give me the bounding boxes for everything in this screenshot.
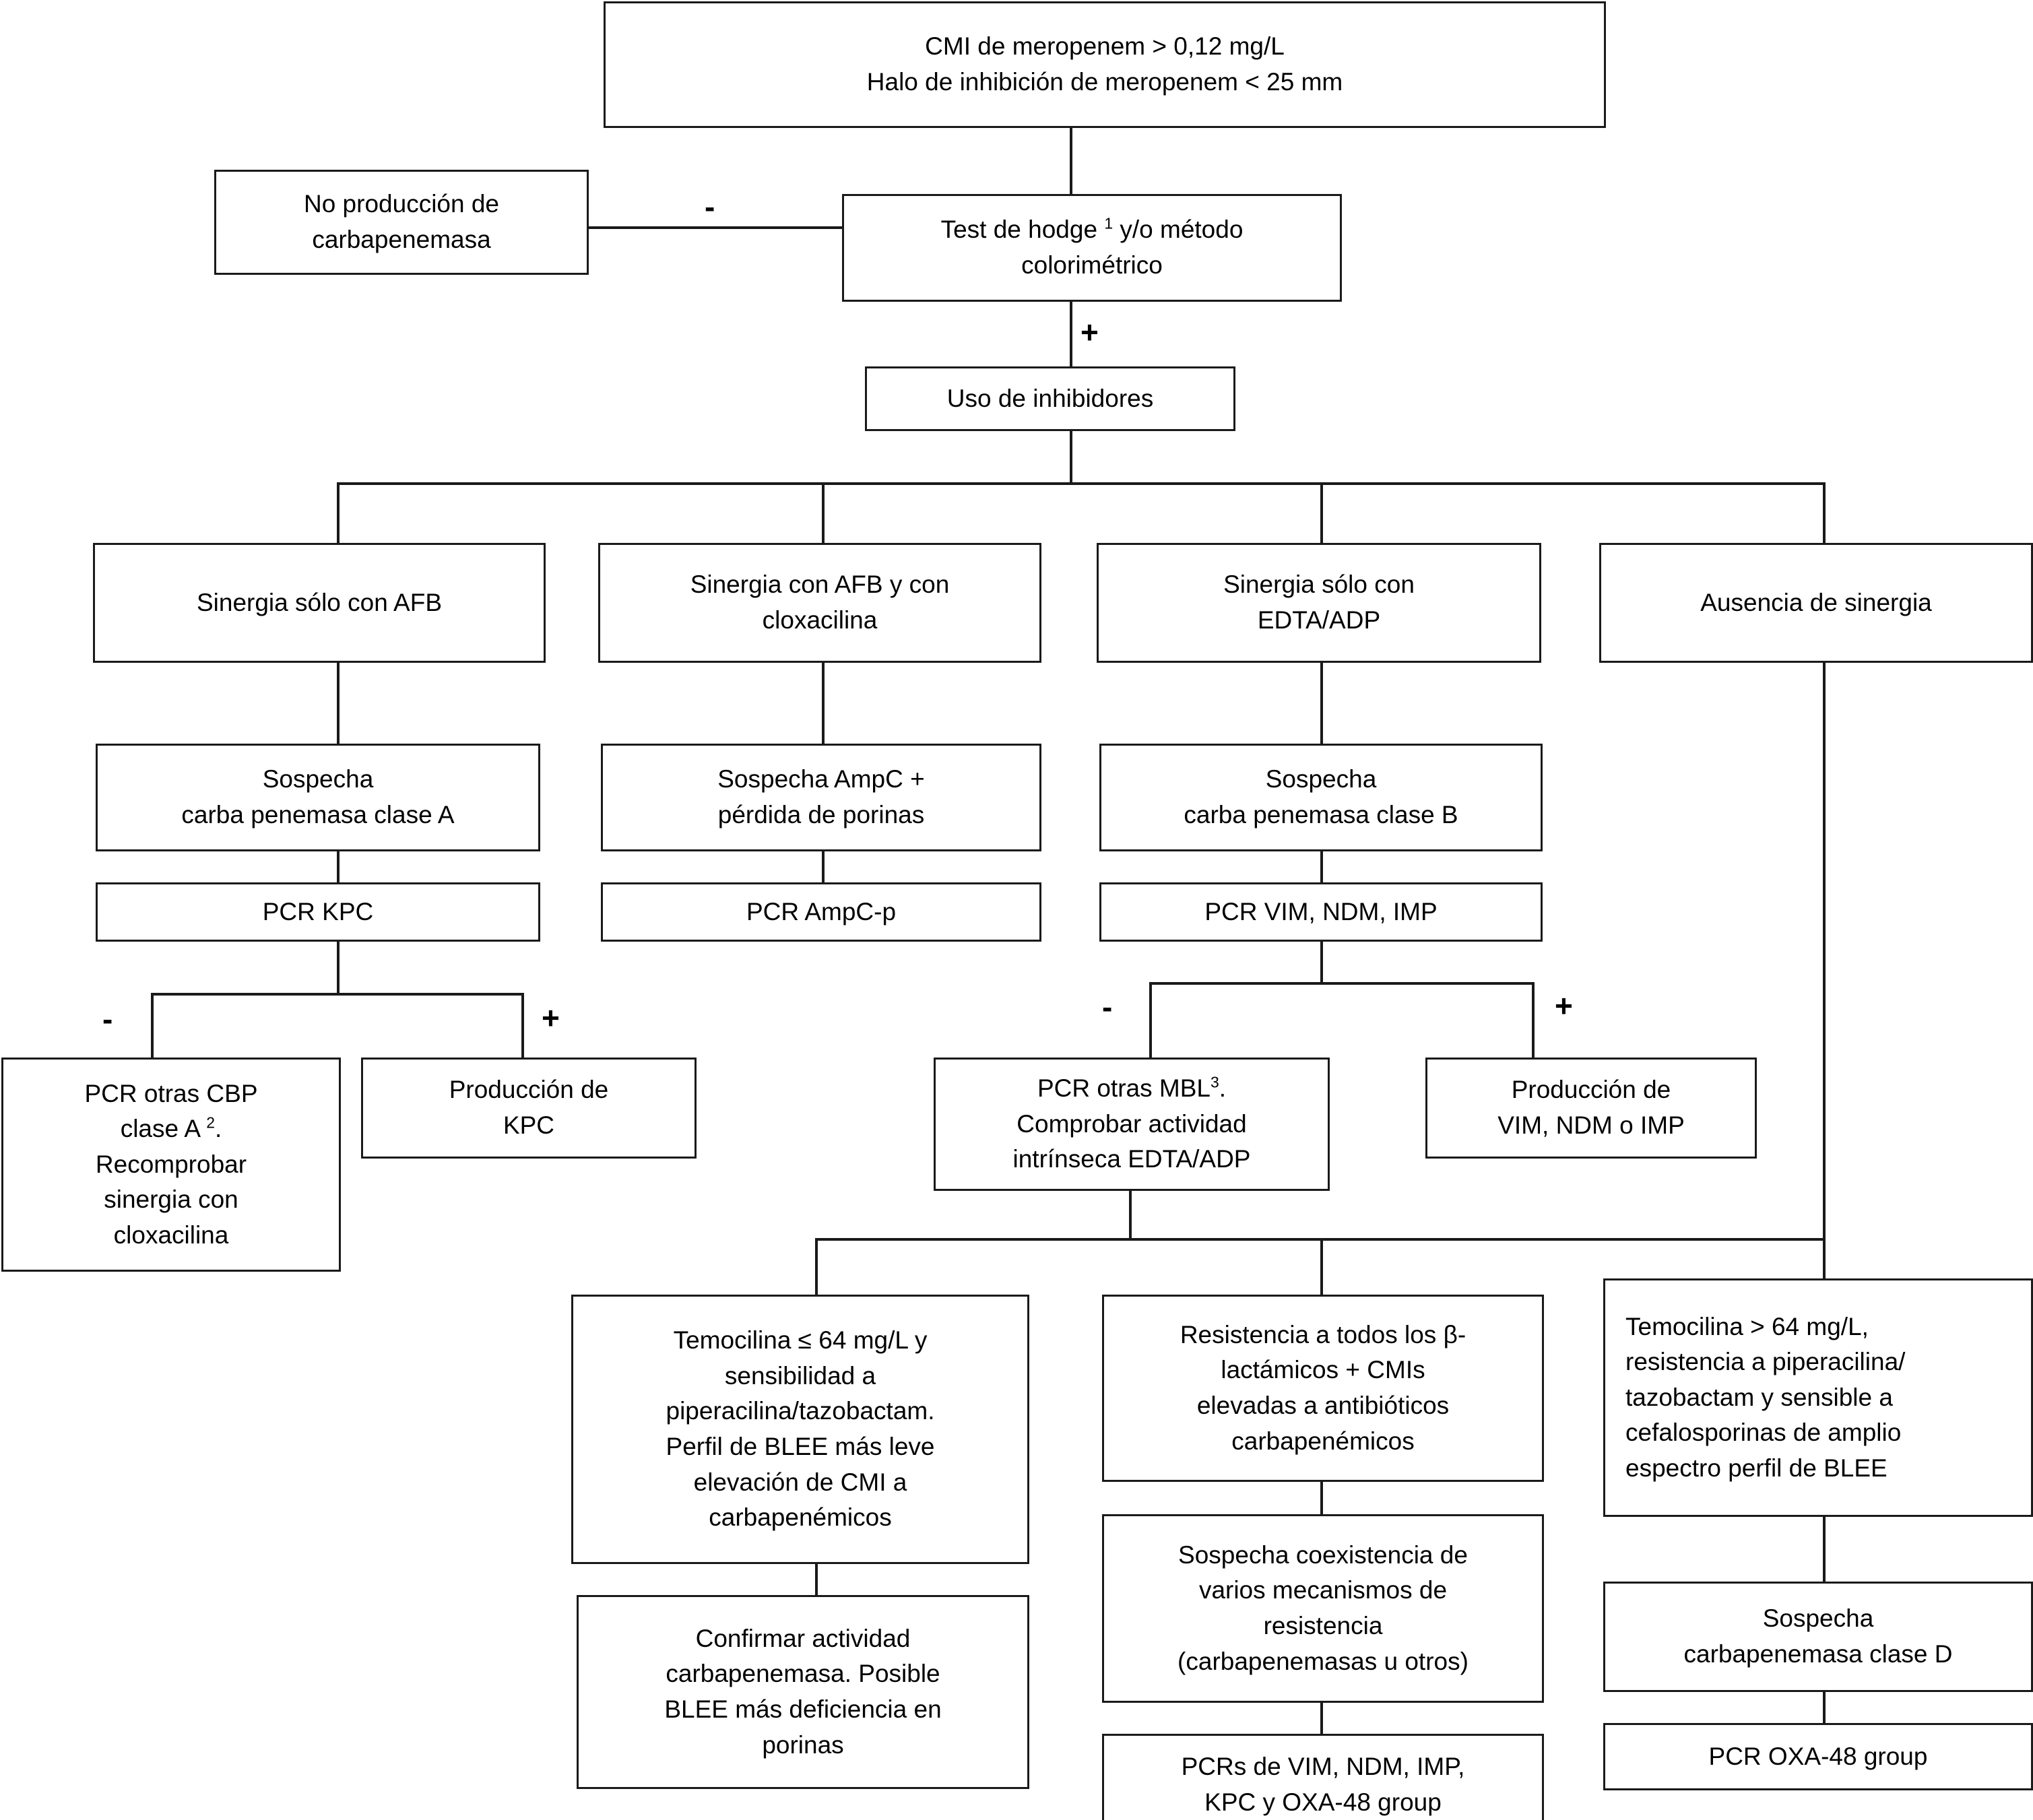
connector-synergy-edta-down [1320, 663, 1323, 745]
connector-no-synergy-down [1823, 663, 1826, 1239]
connector-kpc-split-bus [151, 993, 524, 996]
connector-mbl-positive-branch [1532, 982, 1535, 1059]
node-suspect-class-a: Sospecha carba penemasa clase A [96, 744, 540, 851]
node-pcr-other-cbp-class-a: PCR otras CBP clase A 2. Recomprobar sin… [1, 1058, 341, 1272]
connector-bus-to-resistance-all [1320, 1238, 1323, 1296]
node-resistance-all-betalactams: Resistencia a todos los β- lactámicos + … [1102, 1295, 1544, 1482]
node-inhibitors: Uso de inhibidores [865, 366, 1235, 431]
label-mbl-positive: + [1555, 988, 1573, 1023]
connector-bus-to-no-synergy [1823, 482, 1826, 544]
node-suspect-ampc: Sospecha AmpC + pérdida de porinas [601, 744, 1041, 851]
node-production-vim: Producción de VIM, NDM o IMP [1425, 1058, 1757, 1159]
node-temocilina-high: Temocilina > 64 mg/L, resistencia a pipe… [1603, 1278, 2033, 1517]
connector-synergy-afb-clox-down [822, 663, 825, 745]
connector-hodge-to-no-production [587, 226, 843, 229]
label-kpc-negative: - [102, 1002, 113, 1037]
connector-resistance-to-coexistence [1320, 1482, 1323, 1516]
connector-temocilina-high-to-class-d [1823, 1517, 1826, 1583]
node-temocilina-low: Temocilina ≤ 64 mg/L y sensibilidad a pi… [571, 1295, 1029, 1564]
node-pcrs-all-genes: PCRs de VIM, NDM, IMP, KPC y OXA-48 grou… [1102, 1734, 1544, 1820]
label-hodge-positive: + [1080, 315, 1099, 350]
connector-bus-to-synergy-edta [1320, 482, 1323, 544]
label-hodge-negative: - [705, 189, 715, 224]
connector-kpc-negative-branch [151, 993, 154, 1059]
connector-suspect-ampc-to-pcr [822, 851, 825, 884]
connector-pcr-other-mbl-down [1129, 1191, 1132, 1239]
connector-bus-to-synergy-afb [337, 482, 340, 544]
node-suspect-class-b: Sospecha carba penemasa clase B [1099, 744, 1543, 851]
node-synergy-afb-cloxacilina: Sinergia con AFB y con cloxacilina [598, 543, 1041, 663]
connector-coexistence-to-pcrs [1320, 1703, 1323, 1735]
node-synergy-edta: Sinergia sólo con EDTA/ADP [1097, 543, 1541, 663]
connector-row1-bus [337, 482, 1824, 485]
node-no-production: No producción de carbapenemasa [214, 170, 589, 275]
pcr-other-cbp-text: PCR otras CBP clase A 2. Recomprobar sin… [84, 1079, 258, 1249]
node-synergy-afb: Sinergia sólo con AFB [93, 543, 546, 663]
connector-mbl-split-bus [1149, 982, 1535, 985]
connector-kpc-positive-branch [521, 993, 524, 1059]
node-production-kpc: Producción de KPC [361, 1058, 697, 1159]
node-pcr-ampc-p: PCR AmpC-p [601, 882, 1041, 942]
connector-bus-to-temocilina-high [1823, 1238, 1826, 1296]
connector-hodge-to-inhibitors [1070, 302, 1072, 373]
connector-mbl-negative-branch [1149, 982, 1152, 1059]
connector-bus-to-synergy-afb-clox [822, 482, 825, 544]
label-kpc-positive: + [542, 1000, 560, 1035]
connector-suspect-a-to-pcr [337, 851, 340, 884]
node-suspect-class-d: Sospecha carbapenemasa clase D [1603, 1582, 2033, 1692]
connector-class-d-to-pcr-oxa48 [1823, 1692, 1826, 1724]
pcr-other-mbl-text: PCR otras MBL3. Comprobar actividad intr… [1012, 1073, 1251, 1173]
connector-bus-to-temocilina-low [815, 1238, 818, 1296]
connector-pcr-kpc-down [337, 942, 340, 994]
label-mbl-negative: - [1102, 989, 1113, 1025]
connector-root-to-hodge [1070, 128, 1072, 194]
node-pcr-oxa48: PCR OXA-48 group [1603, 1723, 2033, 1790]
connector-pcr-vim-down [1320, 942, 1323, 983]
node-suspect-coexistence: Sospecha coexistencia de varios mecanism… [1102, 1514, 1544, 1703]
connector-temocilina-low-to-confirm [815, 1564, 818, 1596]
node-pcr-vim-ndm-imp: PCR VIM, NDM, IMP [1099, 882, 1543, 942]
node-pcr-kpc: PCR KPC [96, 882, 540, 942]
node-root: CMI de meropenem > 0,12 mg/L Halo de inh… [604, 1, 1606, 128]
connector-suspect-b-to-pcr [1320, 851, 1323, 884]
node-confirm-carbapenemase-activity: Confirmar actividad carbapenemasa. Posib… [577, 1595, 1029, 1789]
node-pcr-other-mbl: PCR otras MBL3. Comprobar actividad intr… [934, 1058, 1330, 1191]
connector-synergy-afb-down [337, 663, 340, 745]
hodge-test-text: Test de hodge 1 y/o método colorimétrico [940, 215, 1244, 279]
node-hodge-test: Test de hodge 1 y/o método colorimétrico [842, 194, 1342, 302]
connector-inhibitors-down [1070, 431, 1072, 484]
node-no-synergy: Ausencia de sinergia [1599, 543, 2033, 663]
